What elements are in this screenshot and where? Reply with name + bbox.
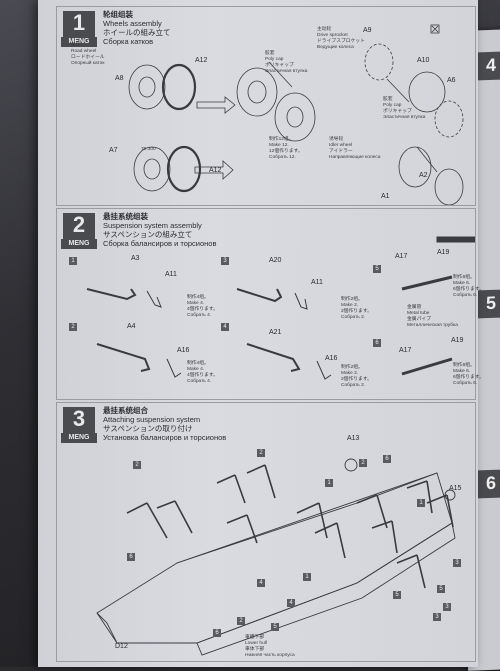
side-step-6-badge: 6 <box>478 469 500 499</box>
callout-17: 5 <box>271 623 279 631</box>
part-a7-label: A7 <box>109 147 118 154</box>
part-a12-top-label: A12 <box>195 57 208 64</box>
step-1-section: 1 MENG 轮组组装 Wheels assembly ホイールの組み立て Сб… <box>56 6 476 206</box>
part-a2-label: A2 <box>419 172 428 179</box>
callout-8: 4 <box>257 579 265 587</box>
callout-1: 2 <box>133 461 141 469</box>
side-step-4-badge: 4 <box>478 51 500 81</box>
step-3-title-cn: 悬挂系统组合 <box>103 406 148 415</box>
step-1-title-en: Wheels assembly <box>103 19 162 28</box>
callout-11: 1 <box>417 499 425 507</box>
substep-3-number: 3 <box>221 257 229 265</box>
make-12-note: 制作12组。Make 12. 12個作ります。Собрать 12. <box>269 137 303 160</box>
step-1-title-cn: 轮组组装 <box>103 10 133 19</box>
callout-6: 6 <box>383 455 391 463</box>
callout-5: 2 <box>359 459 367 467</box>
callout-7: 1 <box>303 573 311 581</box>
road-wheel-label: 路轮 Road wheel ロードホイール Опорный каток <box>71 43 105 66</box>
step-2-number: 2 <box>63 213 95 241</box>
callout-18: 4 <box>287 599 295 607</box>
step-3-brand-tag: MENG <box>61 433 97 443</box>
make-4-note-2: 制作4组。Make 4. 4個作ります。Собрать 4. <box>187 361 218 384</box>
part-a11-label-2: A11 <box>311 279 323 286</box>
step-1-number: 1 <box>63 11 95 39</box>
callout-9: 3 <box>453 559 461 567</box>
part-a8-label: A8 <box>115 75 124 82</box>
substep-5-number: 5 <box>373 265 381 273</box>
instruction-page: 1 MENG 轮组组装 Wheels assembly ホイールの組み立て Сб… <box>38 0 484 667</box>
substep-6-number: 6 <box>373 339 381 347</box>
measure-label: 70.300 <box>141 147 156 152</box>
part-a21-label: A21 <box>269 329 282 336</box>
part-a16-label-2: A16 <box>325 355 338 362</box>
part-a6-label: A6 <box>447 77 456 84</box>
callout-2: 2 <box>257 449 265 457</box>
step-2-section: 2 MENG 悬挂系统组装 Suspension system assembly… <box>56 208 484 400</box>
make-6-note-2: 制作6组。Make 6. 6個作ります。Собрать 6. <box>453 363 484 386</box>
part-a16-label-1: A16 <box>177 347 190 354</box>
step-1-brand-tag: MENG <box>61 37 97 47</box>
part-a19-label-1: A19 <box>437 249 450 256</box>
callout-15: 5 <box>393 591 401 599</box>
part-a17-label-1: A17 <box>395 253 408 260</box>
step-2-title-ru: Сборка балансиров и торсионов <box>103 239 217 248</box>
part-a4-label: A4 <box>127 323 136 330</box>
step-2-title-en: Suspension system assembly <box>103 221 202 230</box>
substep-1-number: 1 <box>69 257 77 265</box>
make-4-note-1: 制作4组。Make 4. 4個作ります。Собрать 4. <box>187 295 218 318</box>
step-3-title-en: Attaching suspension system <box>103 415 201 424</box>
part-a3-label: A3 <box>131 255 140 262</box>
step-3-number: 3 <box>63 407 95 435</box>
step-3-hull-drawing <box>96 458 456 656</box>
part-a1-label: A1 <box>381 193 390 200</box>
part-a17-label-2: A17 <box>399 347 412 354</box>
step-2-title-jp: サスペンションの組み立て <box>103 230 193 239</box>
part-d12-label: D12 <box>115 643 128 650</box>
step-2-drawing <box>86 236 475 380</box>
callout-3: 1 <box>325 479 333 487</box>
step-2-brand-tag: MENG <box>61 239 97 249</box>
substep-2-number: 2 <box>69 323 77 331</box>
part-a11-label-1: A11 <box>165 271 177 278</box>
step-1-drawing <box>128 24 464 205</box>
step-3-section: 3 MENG 悬挂系统组合 Attaching suspension syste… <box>56 402 476 662</box>
callout-13: 3 <box>443 603 451 611</box>
step-1-title-jp: ホイールの組み立て <box>103 28 171 37</box>
step-3-title-ru: Установка балансиров и торсионов <box>103 433 227 442</box>
callout-12: 6 <box>213 629 221 637</box>
callout-10: 5 <box>437 585 445 593</box>
callout-4: 6 <box>127 553 135 561</box>
make-2-note-1: 制作2组。Make 2. 2個作ります。Собрать 2. <box>341 297 372 320</box>
step-3-title-jp: サスペンションの取り付け <box>103 424 193 433</box>
callout-16: 3 <box>433 613 441 621</box>
step-1-title-ru: Сборка катков <box>103 37 154 46</box>
part-a20-label: A20 <box>269 257 282 264</box>
substep-4-number: 4 <box>221 323 229 331</box>
step-2-title-cn: 悬挂系统组装 <box>103 212 148 221</box>
part-a19-label-2: A19 <box>451 337 464 344</box>
part-a13-label: A13 <box>347 435 360 442</box>
part-a15-label: A15 <box>449 485 462 492</box>
part-a10-label: A10 <box>417 57 430 64</box>
make-6-note-1: 制作6组。Make 6. 6個作ります。Собрать 6. <box>453 275 484 298</box>
callout-14: 2 <box>237 617 245 625</box>
part-a12-bottom-label: A12 <box>209 167 222 174</box>
make-2-note-2: 制作2组。Make 2. 2個作ります。Собрать 2. <box>341 365 372 388</box>
part-a9-label: A9 <box>363 27 372 34</box>
